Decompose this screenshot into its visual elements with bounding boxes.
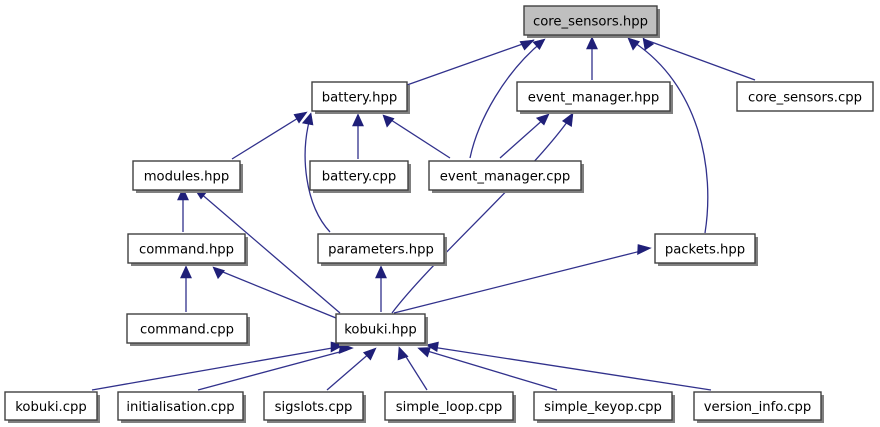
edge-line xyxy=(304,117,331,233)
node-box[interactable] xyxy=(654,233,756,264)
node-box[interactable] xyxy=(516,81,671,112)
edge-version_info_cpp-to-kobuki_hpp xyxy=(425,341,712,391)
edge-line xyxy=(393,249,646,314)
edge-kobuki_hpp-to-event_manager_hpp xyxy=(391,112,574,314)
node-box[interactable] xyxy=(533,391,673,421)
edge-line xyxy=(402,351,428,391)
node-version_info_cpp[interactable]: version_info.cpp xyxy=(693,391,824,423)
edge-event_manager_cpp-to-core_sensors_hpp xyxy=(469,38,546,159)
edge-line xyxy=(499,117,546,159)
edge-arrowhead-icon xyxy=(417,347,431,358)
edge-line xyxy=(91,346,339,391)
node-box[interactable] xyxy=(309,160,409,191)
edge-line xyxy=(217,269,337,319)
edge-event_manager_cpp-to-event_manager_hpp xyxy=(499,113,550,159)
edge-line xyxy=(423,349,558,391)
edge-arrowhead-icon xyxy=(352,113,364,127)
node-battery_hpp[interactable]: battery.hpp xyxy=(311,81,410,114)
edge-arrowhead-icon xyxy=(212,266,226,280)
node-box[interactable] xyxy=(263,391,364,421)
node-box[interactable] xyxy=(335,313,426,344)
edge-line xyxy=(406,39,535,86)
node-core_sensors_hpp[interactable]: core_sensors.hpp xyxy=(523,5,660,38)
edge-line xyxy=(326,351,372,391)
edge-line xyxy=(197,349,348,391)
edge-kobuki_hpp-to-packets_hpp xyxy=(393,244,652,314)
edge-simple_keyop_cpp-to-kobuki_hpp xyxy=(417,347,558,391)
node-box[interactable] xyxy=(736,81,874,112)
node-modules_hpp[interactable]: modules.hpp xyxy=(132,160,243,193)
node-box[interactable] xyxy=(311,81,408,112)
edge-core_sensors_cpp-to-core_sensors_hpp xyxy=(642,37,756,81)
edge-arrowhead-icon xyxy=(293,111,308,124)
node-command_cpp[interactable]: command.cpp xyxy=(126,313,250,346)
node-box[interactable] xyxy=(384,391,514,421)
node-box[interactable] xyxy=(127,233,246,264)
node-parameters_hpp[interactable]: parameters.hpp xyxy=(317,233,447,266)
node-box[interactable] xyxy=(693,391,822,421)
edge-arrowhead-icon xyxy=(642,37,655,51)
node-simple_keyop_cpp[interactable]: simple_keyop.cpp xyxy=(533,391,675,423)
node-simple_loop_cpp[interactable]: simple_loop.cpp xyxy=(384,391,516,423)
edge-simple_loop_cpp-to-kobuki_hpp xyxy=(397,346,428,391)
edge-line xyxy=(431,346,712,391)
edge-line xyxy=(631,40,709,234)
edge-arrowhead-icon xyxy=(561,112,574,128)
node-kobuki_cpp[interactable]: kobuki.cpp xyxy=(4,391,100,423)
node-box[interactable] xyxy=(317,233,445,264)
edge-arrowhead-icon xyxy=(586,36,598,50)
edge-line xyxy=(391,117,571,314)
edge-arrowhead-icon xyxy=(532,38,546,51)
node-box[interactable] xyxy=(132,160,241,191)
edge-arrowhead-icon xyxy=(382,114,395,128)
edge-arrowhead-icon xyxy=(362,347,377,361)
node-box[interactable] xyxy=(126,313,248,344)
edges-layer xyxy=(91,36,756,391)
edge-line xyxy=(198,191,341,314)
edge-arrowhead-icon xyxy=(397,346,409,361)
edge-arrowhead-icon xyxy=(180,265,192,279)
edge-modules_hpp-to-battery_hpp xyxy=(231,111,308,160)
edge-command_cpp-to-command_hpp xyxy=(180,265,192,312)
node-event_manager_cpp[interactable]: event_manager.cpp xyxy=(428,160,584,193)
edge-battery_hpp-to-core_sensors_hpp xyxy=(406,39,535,86)
node-box[interactable] xyxy=(428,160,582,191)
edge-arrowhead-icon xyxy=(535,113,550,126)
node-packets_hpp[interactable]: packets.hpp xyxy=(654,233,758,266)
edge-battery_cpp-to-battery_hpp xyxy=(352,113,364,159)
node-kobuki_hpp[interactable]: kobuki.hpp xyxy=(335,313,428,346)
edge-sigslots_cpp-to-kobuki_hpp xyxy=(326,347,377,391)
node-box[interactable] xyxy=(523,5,658,36)
edge-command_hpp-to-modules_hpp xyxy=(177,187,189,232)
node-sigslots_cpp[interactable]: sigslots.cpp xyxy=(263,391,366,423)
edge-arrowhead-icon xyxy=(301,112,314,126)
node-core_sensors_cpp[interactable]: core_sensors.cpp xyxy=(736,81,874,112)
node-box[interactable] xyxy=(4,391,98,421)
edge-arrowhead-icon xyxy=(519,39,535,51)
edge-kobuki_hpp-to-command_hpp xyxy=(212,266,337,319)
edge-line xyxy=(387,117,451,159)
node-battery_cpp[interactable]: battery.cpp xyxy=(309,160,411,193)
edge-event_manager_hpp-to-core_sensors_hpp xyxy=(586,36,598,80)
edge-arrowhead-icon xyxy=(425,341,439,352)
edge-line xyxy=(469,40,544,159)
node-event_manager_hpp[interactable]: event_manager.hpp xyxy=(516,81,673,114)
nodes-layer: core_sensors.hpp battery.hpp event_manager… xyxy=(4,5,874,423)
edge-packets_hpp-to-core_sensors_hpp xyxy=(627,37,709,234)
edge-line xyxy=(231,114,304,160)
edge-kobuki_hpp-to-parameters_hpp xyxy=(375,265,387,312)
edge-parameters_hpp-to-battery_hpp xyxy=(301,112,331,233)
edge-kobuki_cpp-to-kobuki_hpp xyxy=(91,341,345,391)
edge-event_manager_cpp-to-battery_hpp xyxy=(382,114,451,159)
node-command_hpp[interactable]: command.hpp xyxy=(127,233,248,266)
edge-line xyxy=(645,39,756,81)
edge-arrowhead-icon xyxy=(637,244,652,255)
node-box[interactable] xyxy=(117,391,244,421)
edge-arrowhead-icon xyxy=(177,187,189,201)
node-initialisation_cpp[interactable]: initialisation.cpp xyxy=(117,391,246,423)
edge-arrowhead-icon xyxy=(627,37,641,51)
edge-arrowhead-icon xyxy=(375,265,387,279)
